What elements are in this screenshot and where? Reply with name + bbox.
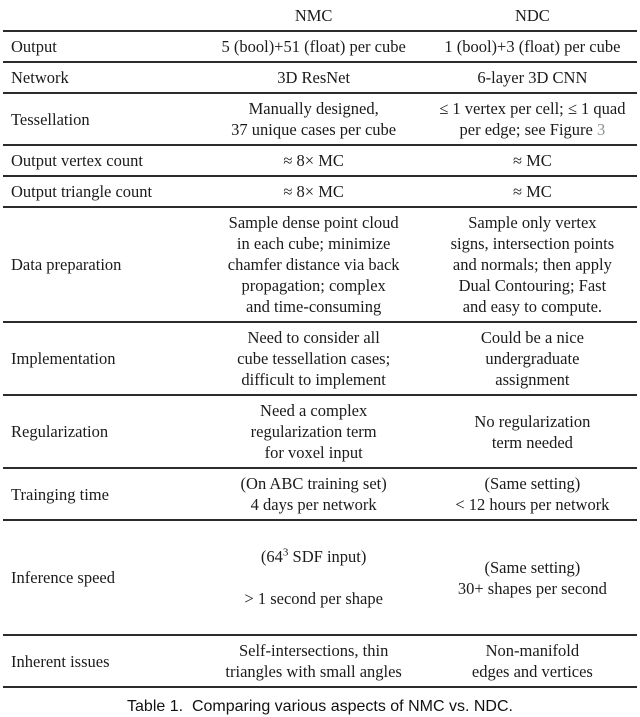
table-row-data-preparation: Data preparation Sample dense point clou… bbox=[3, 207, 637, 322]
ndc-cell: Sample only vertex signs, intersection p… bbox=[450, 213, 615, 316]
row-label: Data preparation bbox=[11, 255, 122, 274]
ndc-cell: 6-layer 3D CNN bbox=[477, 68, 588, 87]
row-label: Output triangle count bbox=[11, 182, 153, 201]
table-row-inherent-issues: Inherent issues Self-intersections, thin… bbox=[3, 635, 637, 687]
table-caption: Table 1. Comparing various aspects of NM… bbox=[127, 698, 513, 715]
table-row-output-vertex-count: Output vertex count ≈ 8× MC ≈ MC bbox=[3, 145, 637, 176]
header-empty-cell bbox=[3, 2, 200, 31]
table-row-output: Output 5 (bool)+51 (float) per cube 1 (b… bbox=[3, 31, 637, 62]
row-label: Output bbox=[11, 37, 57, 56]
header-row: NMC NDC bbox=[3, 2, 637, 31]
row-label: Trainging time bbox=[11, 484, 109, 504]
ndc-cell: Non-manifold edges and vertices bbox=[471, 641, 593, 681]
column-header-nmc: NMC bbox=[294, 6, 333, 25]
table-row-output-triangle-count: Output triangle count ≈ 8× MC ≈ MC bbox=[3, 176, 637, 207]
table-row-regularization: Regularization Need a complex regulariza… bbox=[3, 395, 637, 468]
ndc-cell: (Same setting) 30+ shapes per second bbox=[457, 557, 607, 598]
ndc-cell-text: ≤ 1 vertex per cell; ≤ 1 quad per edge; … bbox=[439, 99, 626, 139]
nmc-cell: 5 (bool)+51 (float) per cube bbox=[221, 37, 406, 56]
row-label: Inherent issues bbox=[11, 651, 110, 671]
table-row-network: Network 3D ResNet 6-layer 3D CNN bbox=[3, 62, 637, 93]
figure-3-link[interactable]: 3 bbox=[596, 120, 606, 139]
nmc-cell-line1: (643 SDF input) bbox=[260, 546, 367, 566]
table-row-tessellation: Tessellation Manually designed, 37 uniqu… bbox=[3, 93, 637, 145]
row-label: Implementation bbox=[11, 349, 116, 368]
row-label: Tessellation bbox=[11, 109, 90, 129]
nmc-cell: ≈ 8× MC bbox=[283, 182, 344, 201]
ndc-cell: ≈ MC bbox=[512, 151, 552, 170]
row-label: Output vertex count bbox=[11, 151, 143, 170]
nmc-cell: (643 SDF input) > 1 second per shape bbox=[200, 520, 428, 635]
row-label: Inference speed bbox=[11, 568, 115, 587]
nmc-cell: Need to consider all cube tessellation c… bbox=[237, 328, 391, 389]
nmc-cell: Need a complex regularization term for v… bbox=[250, 401, 377, 462]
nmc-cell: (On ABC training set) 4 days per network bbox=[240, 474, 387, 514]
row-label: Regularization bbox=[11, 422, 109, 441]
table-row-inference-speed: Inference speed (643 SDF input) > 1 seco… bbox=[3, 520, 637, 635]
nmc-cell: Sample dense point cloud in each cube; m… bbox=[227, 213, 400, 316]
nmc-cell: ≈ 8× MC bbox=[283, 151, 344, 170]
nmc-cell: Self-intersections, thin triangles with … bbox=[225, 641, 402, 681]
column-header-ndc: NDC bbox=[514, 6, 550, 25]
nmc-cell: 3D ResNet bbox=[277, 68, 351, 87]
nmc-cell: Manually designed, 37 unique cases per c… bbox=[231, 99, 397, 139]
row-label: Network bbox=[11, 68, 69, 87]
ndc-cell: Could be a nice undergraduate assignment bbox=[480, 328, 584, 389]
table-row-training-time: Trainging time (On ABC training set) 4 d… bbox=[3, 468, 637, 520]
table-row-implementation: Implementation Need to consider all cube… bbox=[3, 322, 637, 395]
comparison-table-container: NMC NDC Output 5 (bool)+51 (float) per c… bbox=[3, 2, 637, 688]
ndc-cell: No regularization term needed bbox=[474, 411, 591, 452]
ndc-cell: (Same setting) < 12 hours per network bbox=[455, 474, 610, 514]
ndc-cell: ≈ MC bbox=[512, 182, 552, 201]
ndc-cell: ≤ 1 vertex per cell; ≤ 1 quad per edge; … bbox=[428, 93, 637, 145]
superscript-3: 3 bbox=[282, 546, 289, 559]
ndc-cell: 1 (bool)+3 (float) per cube bbox=[444, 37, 621, 56]
nmc-cell-line2: > 1 second per shape bbox=[244, 589, 383, 608]
comparison-table: NMC NDC Output 5 (bool)+51 (float) per c… bbox=[3, 2, 637, 688]
